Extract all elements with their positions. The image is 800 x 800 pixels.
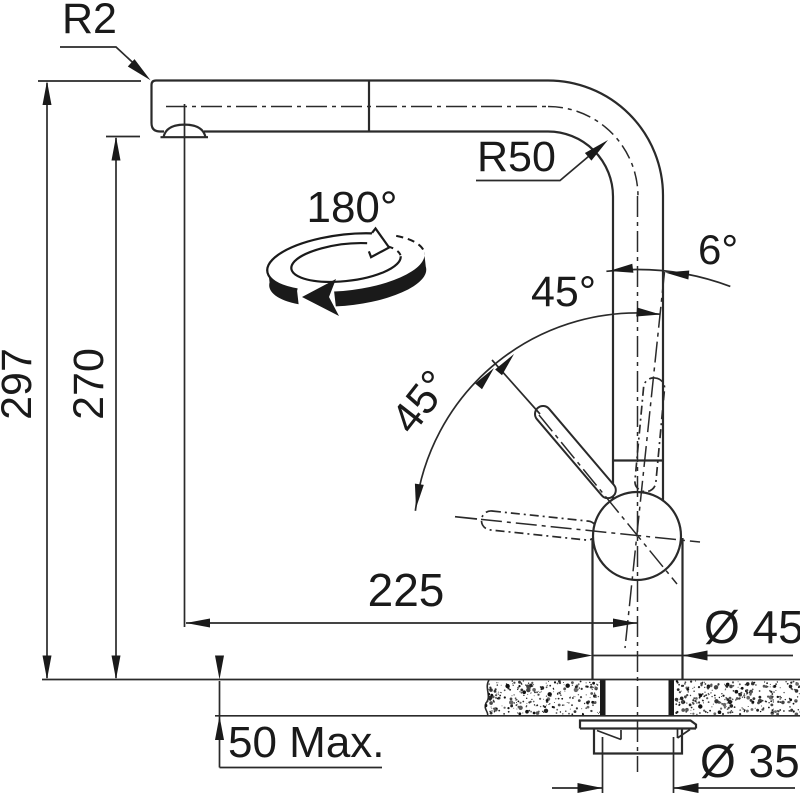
svg-text:180°: 180°: [306, 183, 397, 232]
svg-text:Ø 35: Ø 35: [700, 735, 800, 787]
svg-text:6°: 6°: [698, 226, 738, 273]
svg-text:45°: 45°: [531, 268, 596, 316]
svg-text:50 Max.: 50 Max.: [228, 718, 385, 767]
svg-text:R50: R50: [477, 133, 556, 181]
svg-text:225: 225: [368, 564, 445, 616]
svg-text:297: 297: [0, 348, 41, 420]
svg-text:270: 270: [65, 348, 113, 420]
svg-text:Ø 45: Ø 45: [704, 601, 800, 653]
svg-text:R2: R2: [62, 0, 117, 43]
